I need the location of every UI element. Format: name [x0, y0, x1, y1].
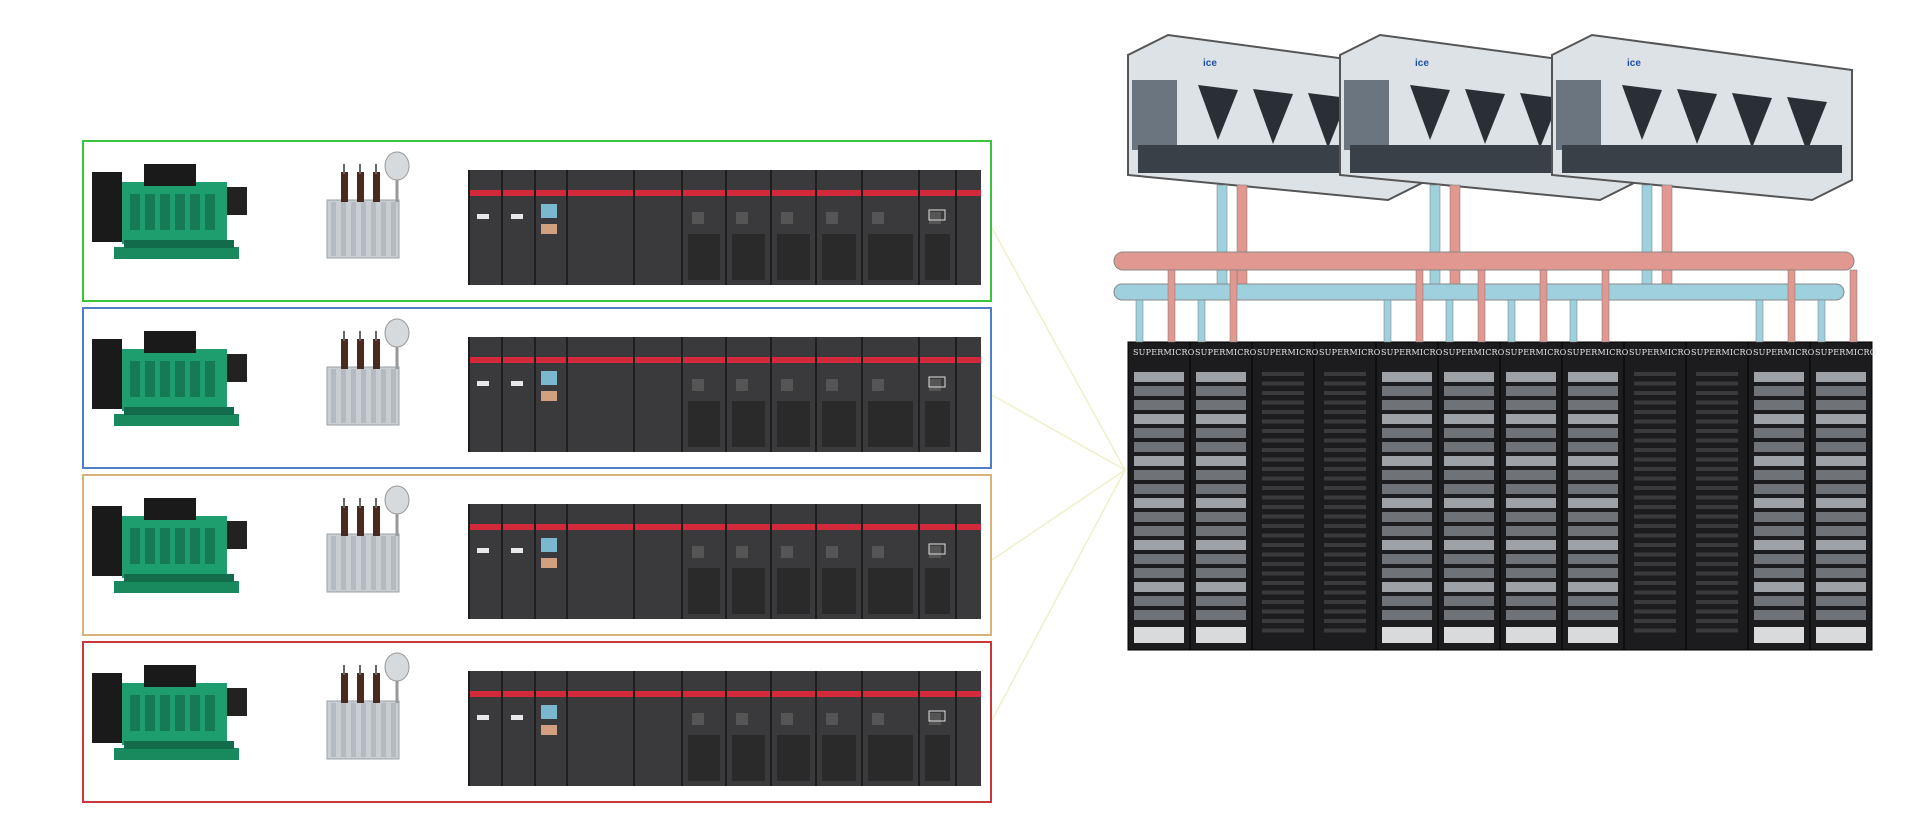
rack-brand-label: SUPERMICRO — [1505, 348, 1567, 357]
generator-icon — [92, 665, 247, 760]
generator-icon — [92, 498, 247, 593]
power-train-box-a — [82, 140, 992, 302]
rack-brand-label: SUPERMICRO — [1319, 348, 1381, 357]
server-rack-6 — [1437, 341, 1501, 651]
rack-brand-label: SUPERMICRO — [1133, 348, 1195, 357]
server-rack-7 — [1499, 341, 1563, 651]
rack-hot-pipe — [1477, 269, 1486, 343]
rack-hot-pipe — [1415, 269, 1424, 343]
server-rack-12 — [1809, 341, 1873, 651]
server-rack-10 — [1685, 341, 1749, 651]
transformer-icon — [326, 652, 410, 760]
switchgear-lineup — [468, 504, 981, 619]
power-train-box-b — [82, 307, 992, 469]
rack-hot-pipe — [1229, 269, 1238, 343]
server-rack-8 — [1561, 341, 1625, 651]
server-rack-11 — [1747, 341, 1811, 651]
generator-icon — [92, 164, 247, 259]
power-train-box-d — [82, 641, 992, 803]
switchgear-lineup — [468, 337, 981, 452]
server-rack-3 — [1251, 341, 1315, 651]
rack-brand-label: SUPERMICRO — [1381, 348, 1443, 357]
rack-cold-pipe — [1135, 299, 1144, 343]
chiller-logo: ice — [1415, 58, 1429, 69]
rack-hot-pipe — [1539, 269, 1548, 343]
server-rack-2 — [1189, 341, 1253, 651]
rack-brand-label: SUPERMICRO — [1815, 348, 1877, 357]
chiller-logo: ice — [1627, 58, 1641, 69]
rack-cold-pipe — [1569, 299, 1578, 343]
rack-brand-label: SUPERMICRO — [1195, 348, 1257, 357]
power-train-equipment — [92, 151, 981, 285]
switchgear-lineup — [468, 671, 981, 786]
rack-hot-pipe — [1601, 269, 1610, 343]
rack-cold-pipe — [1197, 299, 1206, 343]
hot-water-header — [1113, 251, 1855, 271]
generator-icon — [92, 331, 247, 426]
switchgear-lineup — [468, 170, 981, 285]
transformer-icon — [326, 151, 410, 259]
rack-cold-pipe — [1507, 299, 1516, 343]
rack-cold-pipe — [1817, 299, 1826, 343]
rack-brand-label: SUPERMICRO — [1753, 348, 1815, 357]
rack-brand-label: SUPERMICRO — [1257, 348, 1319, 357]
chiller-unit-3 — [1551, 33, 1853, 202]
rack-cold-pipe — [1445, 299, 1454, 343]
rack-cold-pipe — [1383, 299, 1392, 343]
rack-cold-pipe — [1755, 299, 1764, 343]
rack-brand-label: SUPERMICRO — [1567, 348, 1629, 357]
power-train-equipment — [92, 485, 981, 619]
transformer-icon — [326, 318, 410, 426]
server-rack-9 — [1623, 341, 1687, 651]
transformer-icon — [326, 485, 410, 593]
chiller-logo: ice — [1203, 58, 1217, 69]
rack-hot-pipe — [1167, 269, 1176, 343]
rack-hot-pipe — [1849, 269, 1858, 343]
rack-brand-label: SUPERMICRO — [1443, 348, 1505, 357]
server-rack-4 — [1313, 341, 1377, 651]
power-train-equipment — [92, 318, 981, 452]
power-train-equipment — [92, 652, 981, 786]
power-train-box-c — [82, 474, 992, 636]
server-rack-5 — [1375, 341, 1439, 651]
rack-brand-label: SUPERMICRO — [1629, 348, 1691, 357]
rack-brand-label: SUPERMICRO — [1691, 348, 1753, 357]
server-rack-1 — [1127, 341, 1191, 651]
rack-hot-pipe — [1787, 269, 1796, 343]
